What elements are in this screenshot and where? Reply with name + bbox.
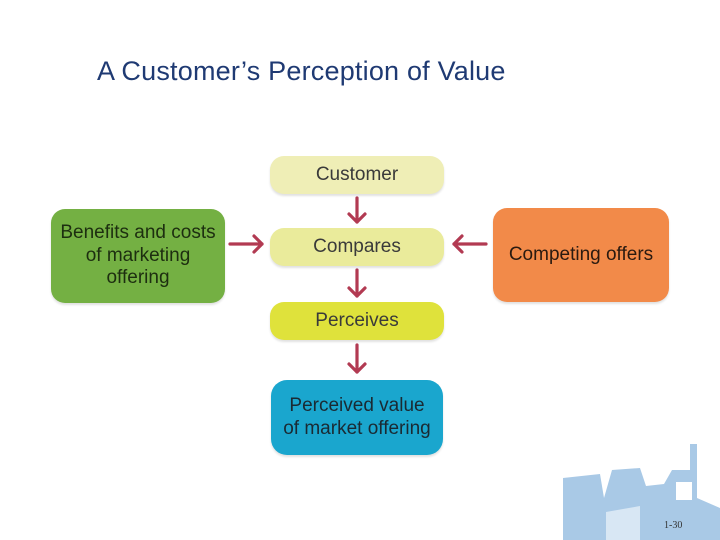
node-perceived-value: Perceived value of market offering	[271, 380, 443, 455]
node-competing-offers: Competing offers	[493, 208, 669, 302]
page-number: 1-30	[664, 520, 683, 531]
arrow-perceives-to-value	[347, 343, 367, 374]
node-compares: Compares	[270, 228, 444, 266]
node-perceives: Perceives	[270, 302, 444, 340]
corner-graphic	[563, 444, 720, 540]
page-title: A Customer’s Perception of Value	[97, 56, 506, 86]
arrow-customer-to-compares	[347, 196, 367, 224]
arrow-benefits-to-compares	[228, 234, 264, 254]
node-customer: Customer	[270, 156, 444, 194]
arrow-competing-to-compares	[452, 234, 488, 254]
arrow-compares-to-perceives	[347, 268, 367, 298]
node-benefits-costs: Benefits and costs of marketing offering	[51, 209, 225, 303]
